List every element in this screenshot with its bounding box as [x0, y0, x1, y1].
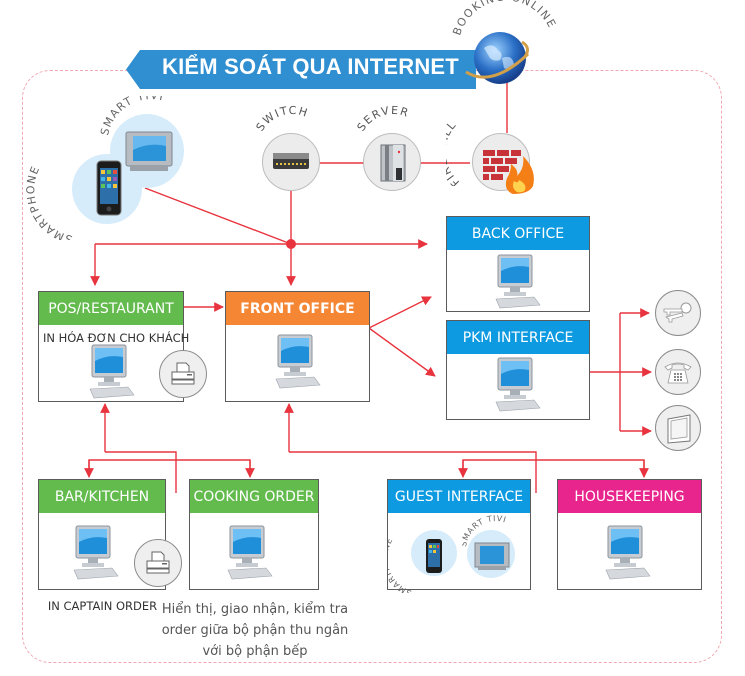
telephone-node[interactable]	[655, 349, 701, 395]
housekeeping-computer-icon	[600, 524, 652, 586]
back-office-computer-icon	[490, 253, 542, 315]
svg-text:BOOKING ONLINE: BOOKING ONLINE	[452, 0, 559, 37]
bar-kitchen-header: BAR/KITCHEN	[39, 480, 165, 513]
guest-interface-header: GUEST INTERFACE	[388, 480, 530, 513]
svg-text:SMART TIVI: SMART TIVI	[462, 515, 508, 548]
smartphone-icon[interactable]	[95, 160, 123, 216]
switch-label: SWITCH	[256, 104, 310, 134]
globe-icon[interactable]	[462, 28, 532, 90]
pos-computer-icon	[84, 343, 136, 405]
tv-icon	[667, 414, 691, 444]
guest-smartphone-label: SMARTPHONE	[388, 536, 413, 593]
banner-title: KIỂM SOÁT QUA INTERNET	[162, 54, 459, 79]
firewall-icon	[483, 150, 534, 194]
tv-node[interactable]	[655, 405, 701, 451]
cooking-order-caption-line-1: Hiển thị, giao nhận, kiểm tra	[161, 602, 349, 617]
server-icon	[380, 144, 406, 182]
pos-printer-node[interactable]	[159, 350, 207, 398]
svg-text:SMART TIVI: SMART TIVI	[100, 96, 165, 137]
bar-kitchen-printer-node[interactable]	[134, 539, 182, 587]
back-office-header: BACK OFFICE	[447, 217, 589, 250]
front-office-header: FRONT OFFICE	[226, 292, 369, 325]
cooking-order-header: COOKING ORDER	[190, 480, 318, 513]
svg-text:SWITCH: SWITCH	[256, 104, 310, 134]
printer-icon	[171, 362, 195, 385]
bar-kitchen-caption: IN CAPTAIN ORDER	[47, 599, 158, 613]
firewall-node[interactable]	[472, 133, 534, 194]
guest-smart-tv-label: SMART TIVI	[462, 515, 508, 548]
telephone-icon	[664, 362, 692, 384]
key-card-icon	[663, 302, 692, 323]
pos-subtitle: IN HÓA ĐƠN CHO KHÁCH	[43, 331, 190, 345]
switch-node[interactable]	[262, 133, 320, 191]
pkm-interface-header: PKM INTERFACE	[447, 321, 589, 354]
smart-tv-label: SMART TIVI	[100, 96, 165, 137]
firewall-label: FIREWALL	[446, 118, 462, 186]
svg-text:SERVER: SERVER	[357, 104, 411, 134]
smartphone-label: SMARTPHONE	[25, 164, 74, 240]
smart-tv-icon[interactable]	[124, 128, 176, 176]
key-card-node[interactable]	[655, 290, 701, 336]
bar-kitchen-computer-icon	[68, 524, 120, 586]
booking-online-label: BOOKING ONLINE	[452, 0, 559, 37]
cooking-order-caption-line-3: với bộ phận bếp	[202, 644, 308, 659]
banner-background	[126, 50, 476, 89]
cooking-order-caption: Hiển thị, giao nhận, kiểm tra order giữa…	[160, 599, 350, 662]
printer-icon	[146, 551, 170, 574]
cooking-order-caption-line-2: order giữa bộ phận thu ngân	[161, 623, 349, 638]
pos-restaurant-header: POS/RESTAURANT	[39, 292, 183, 325]
switch-icon	[273, 153, 309, 169]
cooking-order-computer-icon	[222, 524, 274, 586]
svg-text:SMARTPHONE: SMARTPHONE	[25, 164, 74, 240]
guest-smartphone-icon[interactable]	[425, 538, 443, 574]
server-node[interactable]	[363, 133, 421, 191]
housekeeping-header: HOUSEKEEPING	[558, 480, 701, 513]
pkm-computer-icon	[490, 356, 542, 418]
svg-text:FIREWALL: FIREWALL	[446, 118, 462, 186]
front-office-computer-icon	[270, 333, 322, 395]
svg-text:SMARTPHONE: SMARTPHONE	[388, 536, 413, 593]
guest-smart-tv-icon[interactable]	[474, 541, 510, 571]
server-label: SERVER	[357, 104, 411, 134]
